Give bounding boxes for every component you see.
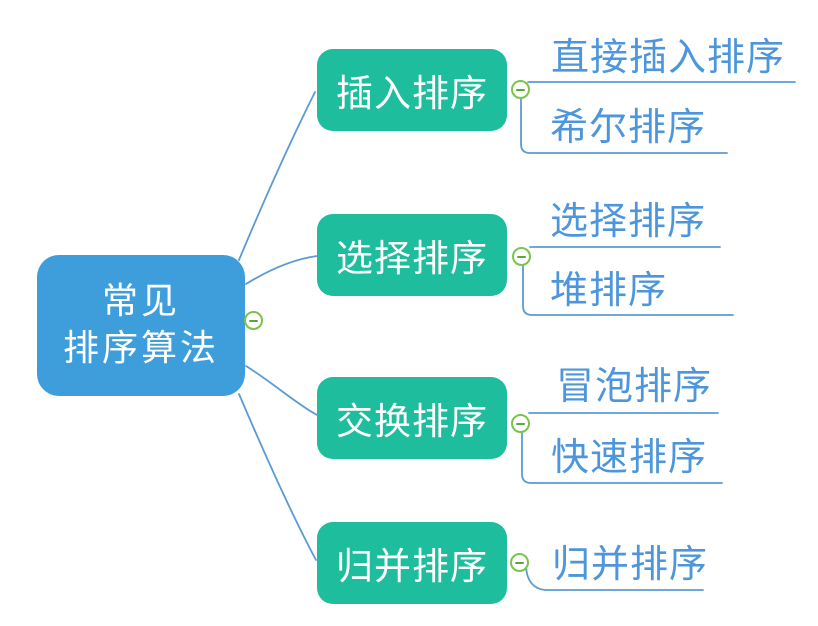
subtopic-shell[interactable]: 希尔排序 (550, 105, 707, 149)
subtopic-merge[interactable]: 归并排序 (552, 542, 709, 586)
branch-topic-selection-label: 选择排序 (336, 237, 488, 280)
branch-topic-exchange-label: 交换排序 (336, 400, 488, 443)
minus-bar (249, 319, 258, 322)
subtopic-underline-shell (520, 96, 728, 154)
minus-bar (516, 422, 525, 425)
branch-topic-selection[interactable]: 选择排序 (317, 214, 507, 296)
root-topic-label-line1: 常见 (101, 280, 180, 322)
subtopic-underline-quick (521, 431, 723, 484)
collapse-minus-icon-exchange[interactable] (511, 414, 530, 433)
branch-topic-insertion-label: 插入排序 (336, 72, 488, 115)
subtopic-heap[interactable]: 堆排序 (550, 268, 668, 312)
collapse-minus-icon-root[interactable] (244, 311, 263, 330)
branch-topic-exchange[interactable]: 交换排序 (317, 377, 507, 459)
subtopic-underline-merge (525, 565, 704, 591)
subtopic-selection[interactable]: 选择排序 (550, 199, 707, 243)
collapse-minus-icon-merge[interactable] (510, 553, 529, 572)
subtopic-direct-insertion[interactable]: 直接插入排序 (551, 35, 786, 79)
subtopic-bubble[interactable]: 冒泡排序 (556, 364, 713, 408)
connector-root-to-insertion (238, 91, 316, 261)
root-topic[interactable]: 常见 排序算法 (37, 255, 245, 396)
subtopic-underline-heap (522, 265, 734, 316)
minus-bar (515, 561, 524, 564)
branch-topic-insertion[interactable]: 插入排序 (317, 49, 507, 131)
minus-bar (516, 88, 525, 91)
branch-topic-merge[interactable]: 归并排序 (317, 522, 507, 604)
branch-topic-merge-label: 归并排序 (336, 545, 488, 588)
collapse-minus-icon-insertion[interactable] (511, 80, 530, 99)
connector-root-to-selection (245, 255, 318, 285)
subtopic-quick[interactable]: 快速排序 (551, 435, 708, 479)
collapse-minus-icon-selection[interactable] (512, 247, 531, 266)
root-topic-label-line2: 排序算法 (62, 327, 219, 369)
connector-root-to-exchange (245, 365, 318, 416)
connector-root-to-merge (238, 393, 317, 561)
minus-bar (517, 255, 526, 258)
